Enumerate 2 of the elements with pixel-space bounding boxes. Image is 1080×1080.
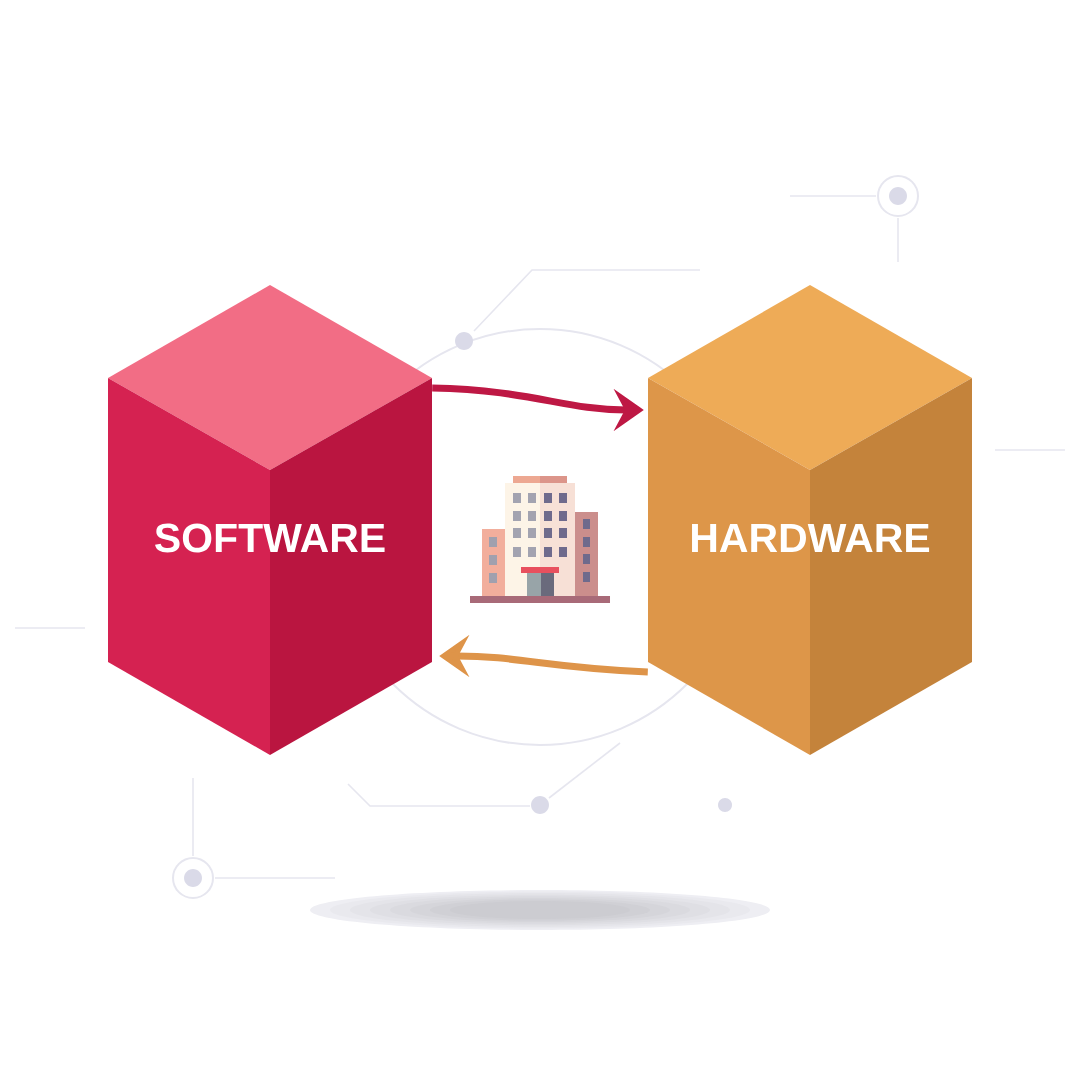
cube: HARDWARE [648, 285, 972, 755]
cube: SOFTWARE [108, 285, 432, 755]
